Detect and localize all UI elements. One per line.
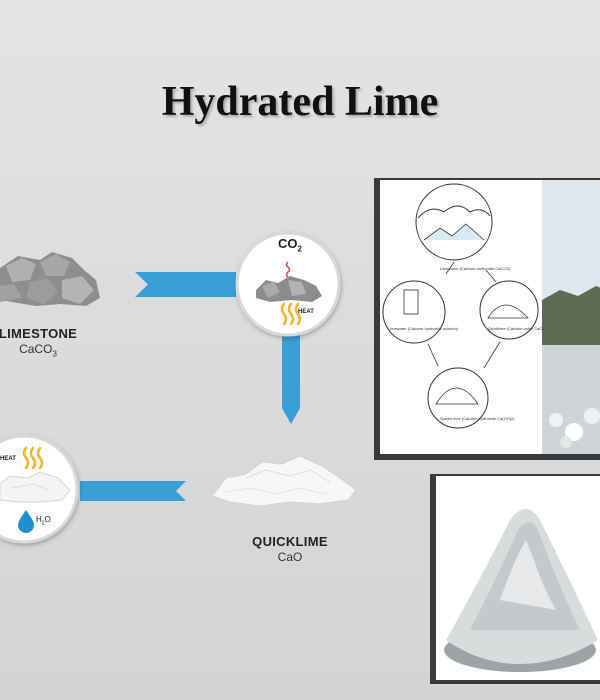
cycle-stage-slaked-lime: Slaked lime (Calcium hydroxide Ca(OH)2) [440, 416, 515, 421]
water-main: H [36, 515, 42, 524]
page-title: Hydrated Lime [161, 79, 439, 125]
kiln-heat-label: HEAT [298, 309, 328, 315]
kiln-heat-text: HEAT [298, 309, 314, 315]
cycle-stage-limewater: Limewater (Calcium hydroxide solution) [388, 326, 459, 331]
kiln-rocks-icon [256, 276, 322, 302]
limestone-formula-main: CaCO [19, 342, 53, 356]
limestone-label: LIMESTONE CaCO3 [0, 326, 94, 358]
hydration-lime-cloud-icon [0, 471, 71, 503]
svg-text:Quicklime (Calcium oxide CaO): Quicklime (Calcium oxide CaO) [488, 326, 544, 331]
arrow-limestone-to-kiln [135, 272, 236, 297]
water-drop-icon [18, 510, 34, 533]
limestone-formula: CaCO3 [0, 342, 94, 358]
co2-label: CO2 [270, 236, 310, 254]
cycle-stage-quicklime: Quicklime (Calcium oxide CaO) [488, 326, 544, 331]
svg-text:Slaked lime (Calcium hydroxide: Slaked lime (Calcium hydroxide Ca(OH)2) [440, 416, 515, 421]
co2-sub: 2 [297, 244, 302, 254]
quicklime-label: QUICKLIME CaO [234, 534, 346, 564]
limestone-name: LIMESTONE [0, 326, 78, 341]
co2-main: CO [278, 236, 298, 251]
hydration-heat-icon [22, 446, 44, 470]
arrow-kiln-to-quicklime [282, 330, 300, 424]
quicklime-pile-icon [211, 455, 357, 507]
hydration-heat-text: HEAT [0, 456, 16, 462]
quicklime-formula: CaO [277, 550, 303, 564]
svg-text:Limewater (Calcium hydroxide s: Limewater (Calcium hydroxide solution) [388, 326, 459, 331]
water-label: H2O [36, 515, 62, 527]
svg-text:Limestone (Calcium carbonate C: Limestone (Calcium carbonate CaCO3) [440, 266, 511, 271]
water-sub: 2 [41, 520, 45, 527]
quicklime-name: QUICKLIME [252, 534, 328, 549]
hydration-heat-label: HEAT [0, 456, 24, 462]
water-tail: O [44, 515, 51, 524]
arrow-quicklime-to-hydration [80, 481, 186, 501]
co2-release-icon [285, 261, 291, 278]
kiln-heat-icon [280, 302, 302, 326]
limestone-formula-sub: 3 [52, 349, 57, 359]
hydrated-lime-powder-image [430, 474, 600, 684]
limestone-rocks-icon [0, 252, 100, 306]
lime-cycle-diagram-image: Limestone (Calcium carbonate CaCO3) Quic… [374, 178, 600, 460]
cycle-stage-limestone: Limestone (Calcium carbonate CaCO3) [440, 266, 511, 271]
